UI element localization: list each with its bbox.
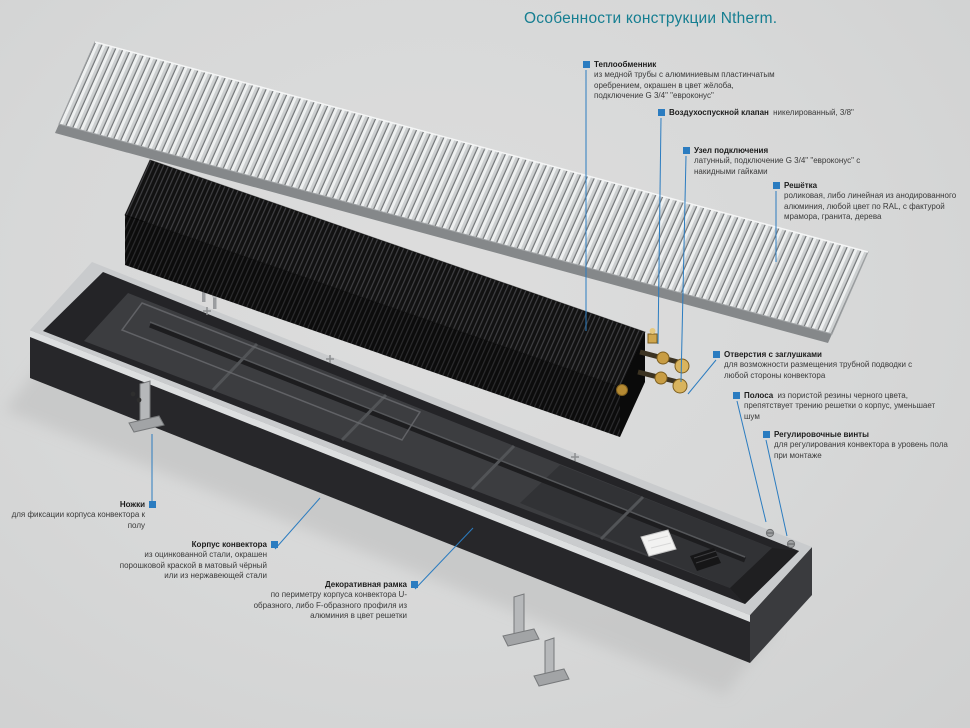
vent-patch [690, 548, 721, 571]
body-ribs [211, 342, 645, 541]
callout-legs: Ножки для фиксации корпуса конвектора к … [6, 500, 156, 531]
label-sticker [640, 529, 677, 557]
callout-label: Решётка [784, 181, 818, 190]
callout-marker-icon [713, 351, 720, 358]
callout-desc: из пористой резины черного цвета, препят… [744, 391, 936, 421]
callout-rubber-strip: Полоса из пористой резины черного цвета,… [733, 391, 938, 422]
callout-marker-icon [149, 501, 156, 508]
callout-marker-icon [583, 61, 590, 68]
callout-desc: латунный, подключение G 3/4" "евроконус"… [694, 156, 861, 176]
callout-marker-icon [773, 182, 780, 189]
grille [55, 41, 869, 343]
callout-grille: Решётка роликовая, либо линейная из анод… [773, 181, 957, 223]
callout-desc: для возможности размещения трубной подво… [724, 360, 913, 380]
callout-connection-unit: Узел подключения латунный, подключение G… [683, 146, 878, 177]
callout-marker-icon [683, 147, 690, 154]
callout-body: Корпус конвектора из оцинкованной стали,… [113, 540, 278, 582]
leg-bracket-bottom [533, 637, 570, 687]
callout-air-valve: Воздухоспускной клапан никелированный, 3… [658, 108, 870, 118]
convector-body [30, 262, 812, 663]
callout-marker-icon [763, 431, 770, 438]
air-valve [647, 333, 658, 344]
callout-marker-icon [411, 581, 418, 588]
callout-adjusting-screws: Регулировочные винты для регулирования к… [763, 430, 948, 461]
callout-marker-icon [271, 541, 278, 548]
rim-screws [203, 307, 579, 461]
leader-lines [151, 70, 788, 590]
callout-desc: из оцинкованной стали, окрашен порошково… [119, 550, 267, 581]
leg-bracket-left [128, 380, 165, 433]
callout-desc: из медной трубы с алюминиевым пластинчат… [594, 70, 775, 101]
callout-desc: для фиксации корпуса конвектора к полу [11, 510, 145, 530]
callout-marker-icon [658, 109, 665, 116]
callout-label: Теплообменник [594, 60, 657, 69]
callout-heat-exchanger: Теплообменник из медной трубы с алюминие… [583, 60, 783, 102]
heat-exchanger [124, 159, 646, 437]
callout-frame: Декоративная рамка по периметру корпуса … [236, 580, 418, 622]
callout-desc: по периметру корпуса конвектора U-образн… [253, 590, 407, 621]
callout-desc: роликовая, либо линейная из анодированно… [784, 191, 957, 222]
leg-bracket-front [502, 593, 540, 647]
callout-label: Регулировочные винты [774, 430, 869, 439]
adjusting-screws [765, 528, 796, 549]
callout-desc: для регулирования конвектора в уровень п… [774, 440, 948, 460]
callout-desc: никелированный, 3/8" [773, 108, 854, 117]
callout-label: Узел подключения [694, 146, 769, 155]
callout-label: Корпус конвектора [191, 540, 267, 549]
callout-label: Отверстия с заглушками [724, 350, 822, 359]
page-title: Особенности конструкции Ntherm. [524, 10, 778, 27]
callout-openings: Отверстия с заглушками для возможности р… [713, 350, 913, 381]
callout-marker-icon [733, 392, 740, 399]
callout-label: Воздухоспускной клапан [669, 108, 769, 117]
callout-label: Полоса [744, 391, 774, 400]
callout-label: Ножки [119, 500, 145, 509]
callout-label: Декоративная рамка [325, 580, 407, 589]
connection-valves [616, 328, 690, 396]
